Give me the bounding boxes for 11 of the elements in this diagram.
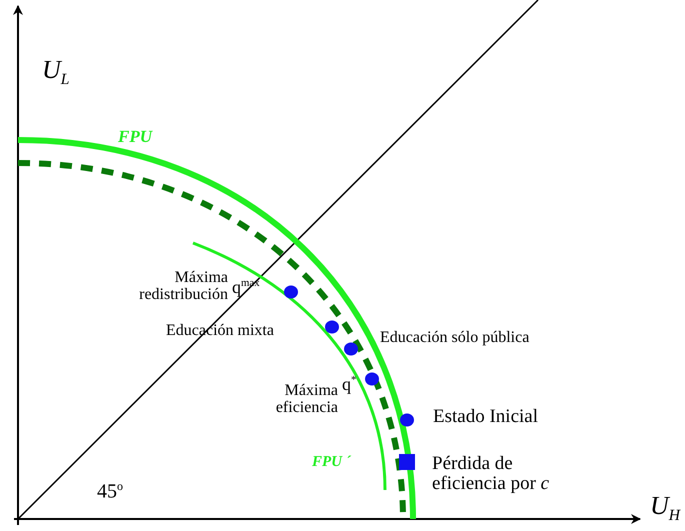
angle-label: 45$^{o}$ bbox=[97, 480, 123, 503]
x-axis-label: U$_{H}$ bbox=[650, 492, 680, 525]
point-label: Máxima redistribución bbox=[138, 270, 228, 304]
point-label: Pérdida de eficiencia por c bbox=[432, 454, 550, 494]
point-label: Estado Inicial bbox=[433, 407, 538, 427]
point-symbol: q$^{*}$ bbox=[342, 375, 356, 394]
y-axis-label: U$_{L}$ bbox=[42, 56, 70, 89]
curve-label: FPU ´ bbox=[312, 455, 351, 471]
curve-label: FPU bbox=[118, 128, 152, 146]
point-label: Educación sólo pública bbox=[380, 330, 530, 347]
point-label: Máxima eficiencia bbox=[274, 383, 338, 417]
